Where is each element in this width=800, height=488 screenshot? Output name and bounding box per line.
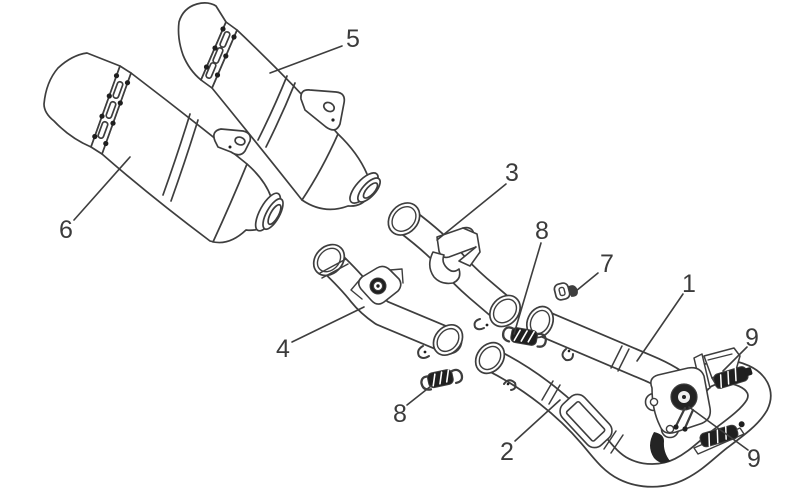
leader-8a [513,242,542,335]
callout-8b-label: 8 [393,400,407,428]
leader-3 [436,183,507,241]
callout-6-label: 6 [59,216,73,244]
damper-block-upper [713,366,753,389]
muffler-right-silencer [177,2,381,211]
collector-junction [644,347,753,463]
muffler-left-silencer [43,52,284,244]
link-pipe-upper-clamp [428,226,481,285]
leader-4 [291,306,365,343]
leader-9a [722,346,748,372]
spring-upper [501,326,547,348]
callout-5-label: 5 [346,25,360,53]
spring-lower [420,368,464,391]
leader-2 [514,399,561,442]
pipe-clip [553,282,578,301]
callout-9a-label: 9 [745,324,759,352]
callout-4-label: 4 [276,335,290,363]
leader-5 [269,45,343,74]
leader-1 [636,293,684,362]
leader-9b [688,406,749,451]
heat-shield [559,393,613,449]
callout-3-label: 3 [505,159,519,187]
callout-9b-label: 9 [747,445,761,473]
leader-lines [73,45,749,451]
callout-1-label: 1 [682,270,696,298]
collector-flange [644,366,712,439]
leader-6 [73,156,131,221]
link-pipe-lower-clamp [350,265,404,305]
callout-8a-label: 8 [535,217,549,245]
link-pipe-upper [387,202,522,331]
flange-pins [674,406,695,430]
link-pipe-lower [312,243,464,359]
callout-7-label: 7 [600,250,614,278]
leader-7 [575,272,599,292]
leader-8b [406,385,432,406]
callout-2-label: 2 [500,438,514,466]
